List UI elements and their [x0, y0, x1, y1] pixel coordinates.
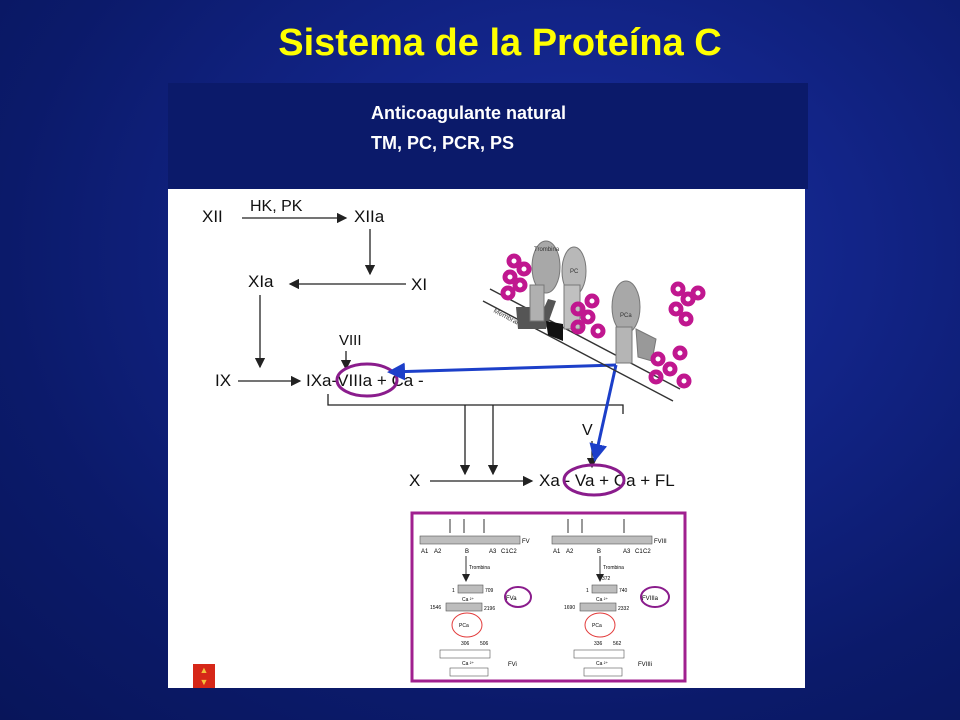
- fvi-label: FVi: [508, 662, 517, 668]
- svg-text:2332: 2332: [618, 606, 629, 612]
- fviiia-circle: [640, 586, 670, 608]
- svg-text:306: 306: [461, 641, 470, 647]
- svg-text:A2: A2: [434, 549, 442, 555]
- svg-text:506: 506: [480, 641, 489, 647]
- pca-shape: [611, 280, 641, 334]
- svg-text:562: 562: [613, 641, 622, 647]
- xa-complex-label: Xa - Va + Ca + FL: [539, 471, 675, 490]
- svg-text:C1: C1: [635, 549, 643, 555]
- subtitle-line-2: TM, PC, PCR, PS: [371, 133, 515, 153]
- svg-text:709: 709: [485, 588, 494, 594]
- svg-text:1546: 1546: [430, 605, 441, 611]
- svg-text:C2: C2: [509, 549, 517, 555]
- membrane-line-2: [482, 300, 674, 402]
- svg-text:336: 336: [594, 641, 603, 647]
- fv-chain-label: FV: [522, 539, 530, 545]
- xi-label: XI: [411, 275, 427, 294]
- pca-stalk: [615, 326, 633, 364]
- xiia-label: XIIa: [354, 207, 385, 226]
- svg-text:PCa: PCa: [459, 623, 469, 629]
- ix-label: IX: [215, 371, 231, 390]
- blue-arrow-to-viiia: [387, 362, 617, 381]
- epcr-shape: [546, 321, 563, 341]
- va-highlight-circle: [562, 463, 626, 497]
- svg-text:Ca ²⁺: Ca ²⁺: [462, 661, 474, 667]
- diagram-svg: XII HK, PK XIIa XI XIa VIII IX IXa-VIIIa…: [202, 198, 706, 683]
- subtitle-line-1: Anticoagulante natural: [371, 103, 567, 123]
- svg-text:B: B: [465, 549, 469, 555]
- svg-text:A1: A1: [421, 549, 429, 555]
- fva-circle: [504, 586, 532, 608]
- svg-text:1690: 1690: [564, 605, 575, 611]
- fva-label: FVa: [506, 596, 517, 602]
- publisher-logo: ▲▼: [193, 664, 215, 688]
- v-label: V: [582, 422, 593, 439]
- membrane-line-1: [489, 288, 681, 390]
- fv-trombina-label: Trombina: [469, 565, 490, 571]
- viii-label: VIII: [339, 332, 362, 349]
- ixa-complex-label: IXa-VIIIa + Ca -: [306, 371, 424, 390]
- svg-text:Ca ²⁺: Ca ²⁺: [596, 661, 608, 667]
- trombina-label: Trombina: [534, 247, 560, 253]
- pca-label: PCa: [620, 313, 632, 319]
- fviiii-label: FVIIIi: [638, 662, 652, 668]
- svg-text:C1: C1: [501, 549, 509, 555]
- svg-text:C2: C2: [643, 549, 651, 555]
- svg-text:B: B: [597, 549, 601, 555]
- x-label: X: [409, 471, 420, 490]
- pc-label: PC: [570, 269, 579, 275]
- svg-text:372: 372: [602, 576, 611, 582]
- svg-text:PCa: PCa: [592, 623, 602, 629]
- xii-label: XII: [202, 207, 223, 226]
- tm-stalk: [529, 284, 545, 322]
- bracket-line: [327, 394, 624, 414]
- fviii-domain-labels: A1 A2 B A3 C1 C2: [553, 549, 651, 555]
- hkpk-label: HK, PK: [250, 198, 303, 215]
- inset-fviii: FVIII A1 A2 B A3 C1 C2 Trombina 372 1 74…: [551, 519, 670, 677]
- svg-text:A3: A3: [489, 549, 497, 555]
- svg-text:1: 1: [452, 588, 455, 594]
- svg-text:740: 740: [619, 588, 628, 594]
- subtitle-panel: [168, 83, 808, 189]
- inset-fv: FV A1 A2 B A3 C1 C2 Trombina 1 709 Ca ²⁺…: [419, 519, 532, 677]
- fviii-pca-circle: [584, 612, 616, 638]
- cascade-labels: XII HK, PK XIIa XI XIa VIII IX IXa-VIIIa…: [202, 198, 675, 490]
- svg-text:Ca ²⁺: Ca ²⁺: [462, 597, 474, 603]
- fv-pca-circle: [451, 612, 483, 638]
- blue-arrow-to-va: [589, 364, 618, 462]
- page-title: Sistema de la Proteína C: [278, 22, 722, 64]
- svg-text:A3: A3: [623, 549, 631, 555]
- fviii-chain-bar: [551, 535, 653, 545]
- fviii-trombina-label: Trombina: [603, 565, 624, 571]
- membrane-illustration: Membrana Trombina PC PCa: [482, 240, 706, 402]
- coagulation-diagram: XII HK, PK XIIa XI XIa VIII IX IXa-VIIIa…: [168, 189, 805, 688]
- pca-blue-arrows: [387, 362, 618, 462]
- svg-text:A1: A1: [553, 549, 561, 555]
- trombina-shape: [531, 240, 561, 294]
- fviii-chain-label: FVIII: [654, 539, 667, 545]
- svg-text:2196: 2196: [484, 606, 495, 612]
- fv-chain-bar: [419, 535, 521, 545]
- svg-text:A2: A2: [566, 549, 574, 555]
- xia-label: XIa: [248, 272, 274, 291]
- svg-text:Ca ²⁺: Ca ²⁺: [596, 597, 608, 603]
- glycan-clusters: [500, 253, 706, 389]
- fv-domain-labels: A1 A2 B A3 C1 C2: [421, 549, 517, 555]
- svg-text:1: 1: [586, 588, 589, 594]
- fviiia-label: FVIIIa: [642, 596, 659, 602]
